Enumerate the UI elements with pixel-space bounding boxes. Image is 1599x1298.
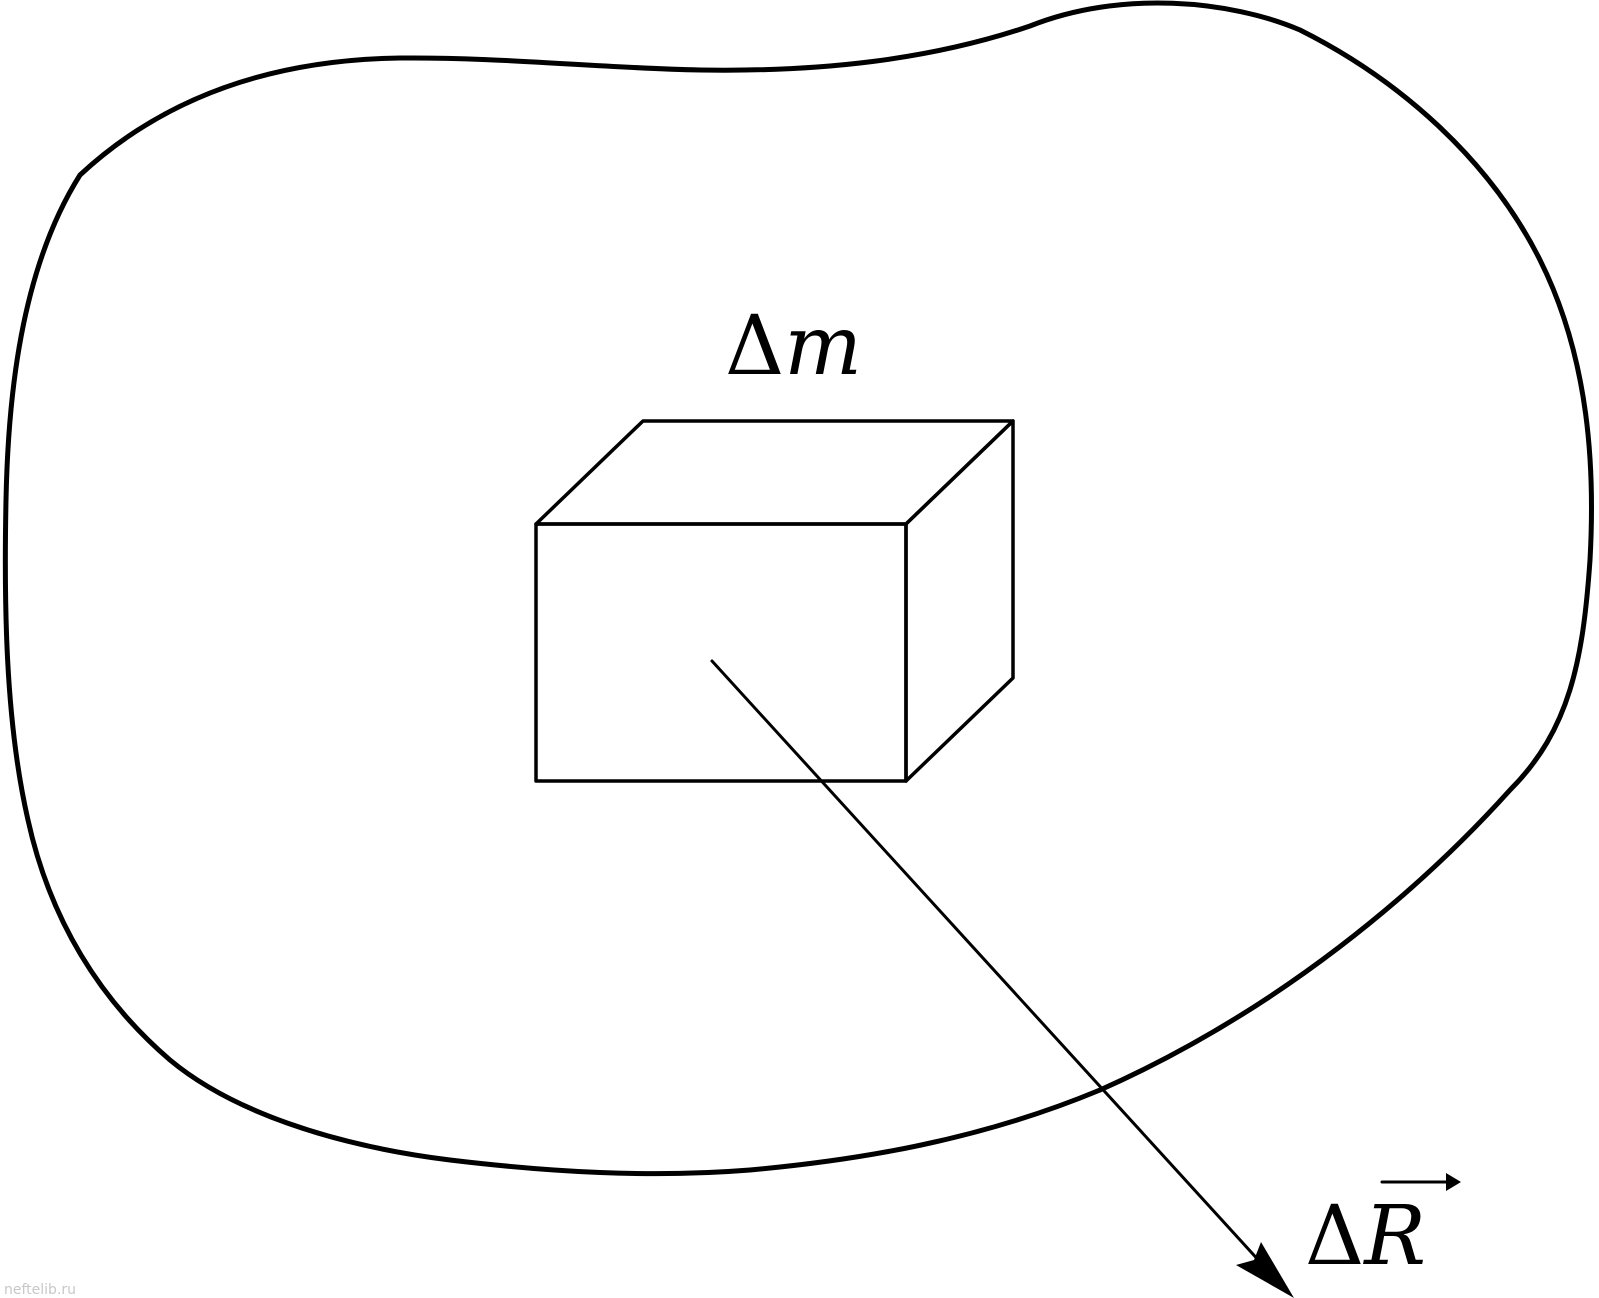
label-delta-m-var: m <box>784 299 862 394</box>
body-outline <box>2 0 1595 1177</box>
label-delta-m: Δm <box>725 299 862 394</box>
vector-arrow-shaft <box>710 659 1274 1277</box>
vector-arrowhead <box>1236 1242 1294 1298</box>
box-front-face <box>534 522 908 783</box>
label-delta-r-vector-mark <box>1380 1173 1461 1191</box>
box-side-face <box>904 419 1015 783</box>
label-delta-r-var: R <box>1362 1189 1426 1284</box>
box-top-face <box>534 419 1015 526</box>
mass-element-box <box>534 419 1015 783</box>
label-delta-r: ΔR <box>1305 1189 1426 1284</box>
watermark-text: neftelib.ru <box>4 1282 76 1298</box>
label-delta-m-symbol: Δ <box>725 299 784 394</box>
vector-arrow <box>710 659 1294 1298</box>
label-delta-r-symbol: Δ <box>1305 1189 1364 1284</box>
